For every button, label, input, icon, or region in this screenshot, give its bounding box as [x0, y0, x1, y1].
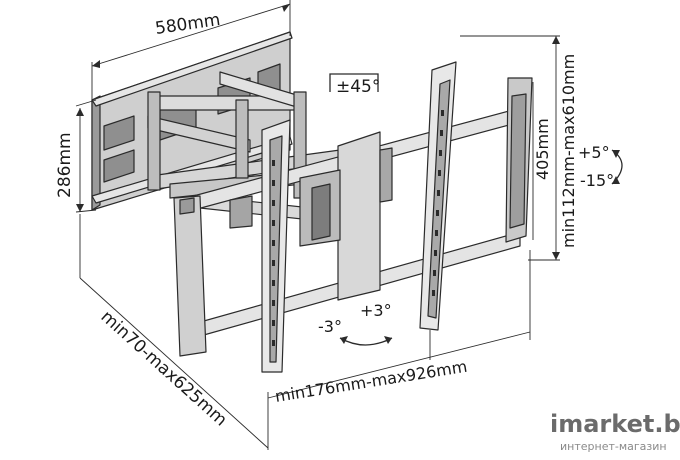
tv-bracket: [173, 61, 533, 373]
dimension-arrowheads: [76, 4, 560, 260]
vertical-range-label: min112mm-max610mm: [559, 54, 578, 248]
width-top-label: 580mm: [154, 10, 222, 39]
watermark-brand: imarket.by: [550, 410, 680, 438]
roll-left-label: -3°: [318, 317, 342, 336]
rotation-arrowheads: [340, 150, 620, 344]
plate-height-label: 405mm: [533, 118, 552, 180]
dimension-lines: [75, 0, 560, 450]
watermark: imarket.by интернет-магазин: [550, 410, 680, 453]
swivel-label: ±45°: [336, 77, 380, 97]
bracket-slots: [272, 110, 444, 346]
watermark-tagline: интернет-магазин: [560, 440, 667, 453]
tilt-up-label: +5°: [578, 143, 610, 162]
height-left-label: 286mm: [55, 132, 75, 198]
horizontal-range-label: min176mm-max926mm: [274, 357, 469, 406]
roll-right-label: +3°: [360, 301, 392, 320]
swing-arms: [147, 71, 341, 223]
tilt-down-label: -15°: [580, 171, 614, 190]
